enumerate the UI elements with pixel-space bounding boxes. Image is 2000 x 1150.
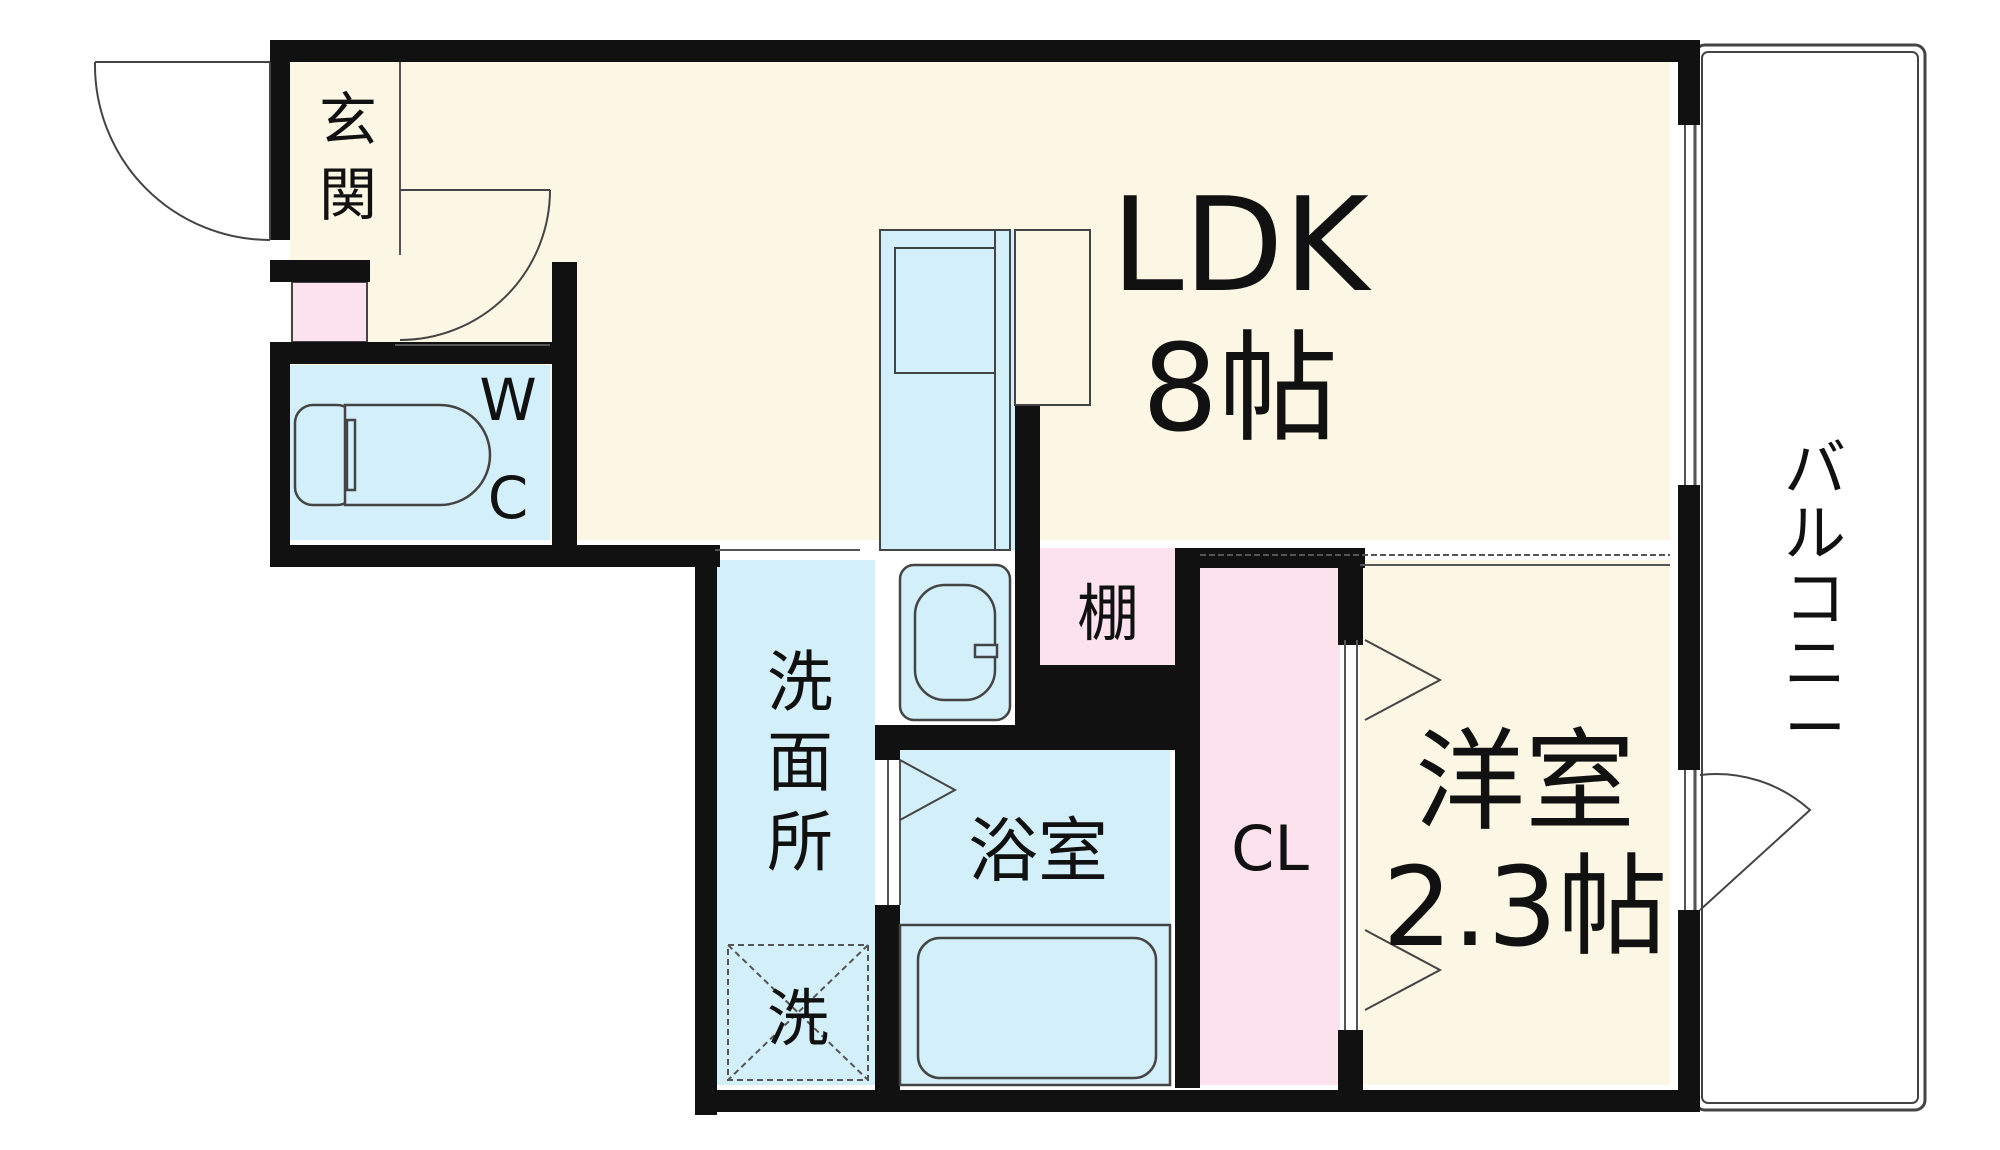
bathroom-label: 浴室: [968, 810, 1108, 892]
closet-floor: [1200, 565, 1340, 1085]
washroom-label-1: 洗: [767, 644, 833, 721]
western-room-size: 2.3帖: [1383, 843, 1668, 971]
closet-label: CL: [1231, 812, 1309, 885]
closet-door-bottom: [1364, 929, 1443, 1011]
bathtub-icon: [898, 923, 1172, 1087]
entrance-label-2: 関: [319, 161, 377, 229]
washer-label: 洗: [767, 982, 829, 1055]
balcony-door: [1699, 773, 1812, 911]
doors: [93, 61, 1812, 1011]
shoe-box: [291, 281, 368, 343]
walls: [270, 40, 1700, 1115]
balcony-label-4: ニ: [1784, 627, 1846, 700]
washroom-floor: [715, 560, 875, 1085]
washroom-label-3: 所: [767, 804, 833, 881]
entrance-floor: [290, 60, 400, 260]
toilet-icon: [293, 403, 492, 507]
washer-space: [727, 944, 869, 1081]
balcony-label-1: バ: [1784, 432, 1846, 505]
washroom-label-2: 面: [767, 724, 833, 801]
balcony-label-2: ル: [1784, 497, 1846, 570]
entrance-label-1: 玄: [319, 86, 377, 154]
ldk-label: LDK: [1111, 169, 1372, 321]
shelf-label: 棚: [1077, 577, 1139, 650]
wc-label-2: C: [488, 464, 529, 532]
balcony-label-5: ー: [1784, 692, 1846, 765]
partitions: [395, 62, 1696, 1030]
entrance-door: [93, 61, 271, 241]
western-room-label: 洋室: [1415, 718, 1635, 846]
closet-door-top: [1364, 639, 1443, 721]
ldk-size: 8帖: [1142, 320, 1338, 459]
balcony-label-3: コ: [1784, 562, 1846, 635]
sink-icon: [898, 563, 1012, 722]
wc-door: [399, 189, 551, 341]
bathroom-door: [899, 759, 958, 821]
wc-label-1: W: [479, 366, 536, 434]
fridge-icon: [879, 229, 1091, 551]
western-room-floor: [1360, 560, 1670, 1085]
shelf-floor: [1040, 548, 1175, 668]
